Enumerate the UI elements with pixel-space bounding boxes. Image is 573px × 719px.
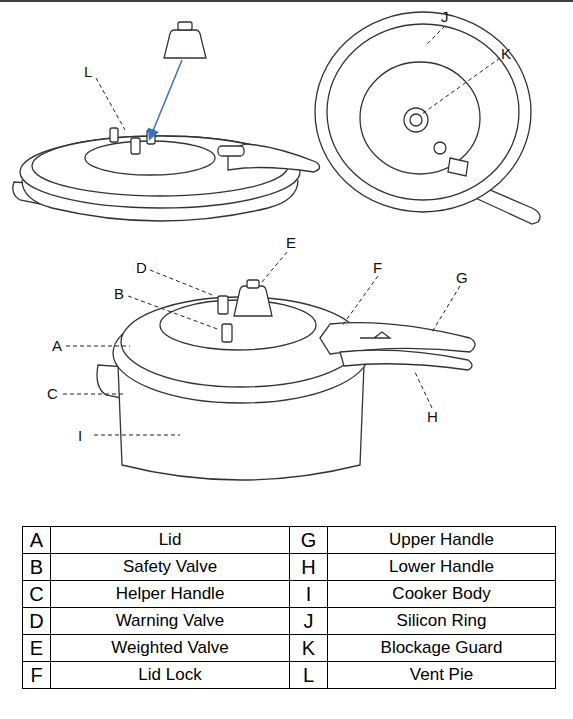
table-letter: F <box>23 662 51 689</box>
callout-letter: B <box>114 285 124 302</box>
table-part-name: Vent Pie <box>328 662 556 689</box>
table-letter: B <box>23 554 51 581</box>
table-part-name: Safety Valve <box>51 554 290 581</box>
table-letter: K <box>290 635 328 662</box>
table-letter: J <box>290 608 328 635</box>
callout-letter: A <box>52 337 62 354</box>
callout-letter: L <box>84 63 92 80</box>
table-part-name: Lower Handle <box>328 554 556 581</box>
callout-letter: D <box>136 259 147 276</box>
callout-letter: E <box>286 234 296 251</box>
top-view-lid <box>315 12 540 224</box>
table-letter: E <box>23 635 51 662</box>
table-part-name: Lid <box>51 527 290 554</box>
side-view-lid <box>13 22 320 221</box>
table-letter: C <box>23 581 51 608</box>
table-part-name: Warning Valve <box>51 608 290 635</box>
parts-table: ALidGUpper HandleBSafety ValveHLower Han… <box>22 526 556 689</box>
table-letter: D <box>23 608 51 635</box>
table-letter: G <box>290 527 328 554</box>
table-part-name: Blockage Guard <box>328 635 556 662</box>
table-part-name: Cooker Body <box>328 581 556 608</box>
table-letter: H <box>290 554 328 581</box>
callout-letter: C <box>47 385 58 402</box>
callout-letter: G <box>456 269 468 286</box>
main-cooker <box>97 280 475 480</box>
callout-letter: F <box>373 259 382 276</box>
table-part-name: Upper Handle <box>328 527 556 554</box>
table-part-name: Weighted Valve <box>51 635 290 662</box>
table-letter: A <box>23 527 51 554</box>
callout-letter: J <box>441 8 449 25</box>
table-letter: I <box>290 581 328 608</box>
table-part-name: Helper Handle <box>51 581 290 608</box>
callout-letter: I <box>78 427 82 444</box>
table-part-name: Silicon Ring <box>328 608 556 635</box>
table-part-name: Lid Lock <box>51 662 290 689</box>
callout-letter: K <box>501 45 511 62</box>
table-letter: L <box>290 662 328 689</box>
leader-lines <box>63 26 500 435</box>
callout-letter: H <box>427 408 438 425</box>
